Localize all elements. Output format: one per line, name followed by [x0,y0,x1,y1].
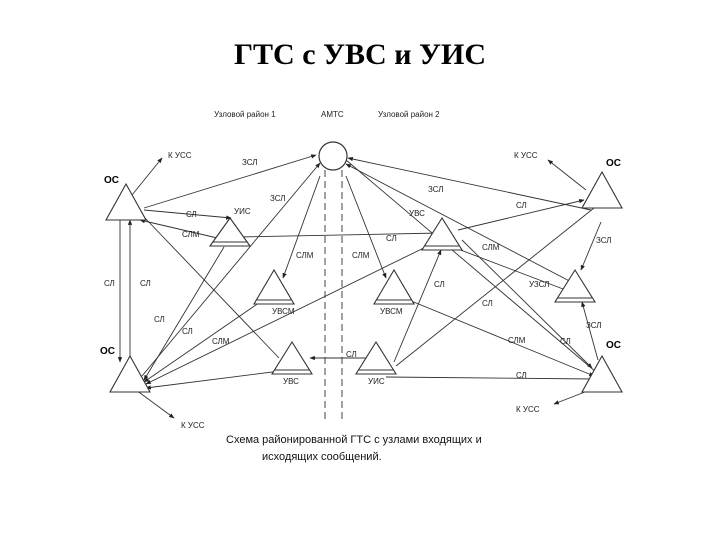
link-os-tl-uvs-1 [143,216,280,359]
header-area-2: Узловой район 2 [378,110,440,119]
label-k-uss-tl: К УСС [168,151,192,160]
link-uis-1-uvs-2 [238,230,442,238]
link-uzsl-os-br [581,301,599,361]
network-links [117,154,602,419]
network-diagram-canvas: Узловой район 1 АМТС Узловой район 2 ОС … [100,110,623,463]
label-zsl-5: ЗСЛ [586,321,602,330]
label-sl-11: СЛ [560,337,571,346]
caption-line-2: исходящих сообщений. [262,451,382,463]
label-sl-4: СЛ [154,315,165,324]
label-os-bl: ОС [100,346,115,357]
label-sl-5: СЛ [182,327,193,336]
label-uzsl: УЗСЛ [529,280,549,289]
label-sl-10: СЛ [346,350,357,359]
label-k-uss-bl: К УСС [181,421,205,430]
uzsl-node [554,268,596,303]
link-amts-uvsm-2 [345,175,387,279]
link-os-tl-k-uss [131,157,163,196]
link-uvsm-2-os-br [403,297,595,377]
label-os-tr: ОС [606,158,621,169]
link-os-tr-uis-2 [395,207,595,367]
os-tl-node [105,182,147,221]
amts-node [318,141,348,171]
header-area-1: Узловой район 1 [214,110,276,119]
label-slm-3: СЛМ [352,251,370,260]
os-bl-node [109,354,151,393]
link-os-bl-amts [141,162,321,377]
label-sl-7: СЛ [516,201,527,210]
link-uvs-2-uis-2 [393,249,442,363]
label-sl-6: СЛ [386,234,397,243]
label-sl-2: СЛ [104,279,115,288]
label-uis-2: УИС [368,377,385,386]
label-zsl-2: ЗСЛ [270,194,286,203]
link-amts-uvsm-1 [282,175,321,279]
link-os-tl-uis-1-slm [139,218,227,241]
link-uis-2-os-br [385,376,597,382]
label-slm-4: СЛМ [482,243,500,252]
label-k-uss-br: К УСС [516,405,540,414]
os-tr-node [581,170,623,209]
label-uvs-1: УВС [283,377,299,386]
uvs-1-node [271,340,313,375]
label-sl-8: СЛ [434,280,445,289]
label-sl-9: СЛ [482,299,493,308]
slide-title: ГТС с УВС и УИС [233,38,487,71]
caption-line-1: Схема районированной ГТС с узлами входящ… [226,434,482,446]
link-amts-os-br [345,159,597,373]
link-uvs-2-os-tr [457,199,585,231]
os-br-node [581,354,623,393]
link-os-tl-amts [143,154,317,209]
network-diagram: Узловой район 1 АМТС Узловой район 2 ОС … [96,100,630,470]
link-os-bl-k-uss [135,389,175,419]
label-zsl-1: ЗСЛ [242,158,258,167]
link-uvsm-1-os-bl [143,297,267,383]
link-os-tr-uzsl [580,221,602,271]
uvsm-2-node [373,268,415,305]
label-k-uss-tr: К УСС [514,151,538,160]
link-uvs-1-os-bl [145,369,289,390]
uvsm-1-node [253,268,295,305]
link-uvs-2-os-br [461,239,593,369]
label-sl-3: СЛ [140,279,151,288]
label-uvsm-1: УВСМ [272,307,295,316]
label-slm-6: СЛМ [508,336,526,345]
link-os-tr-k-uss [547,159,587,191]
label-os-tl: ОС [104,175,119,186]
label-slm-5: СЛМ [212,337,230,346]
label-slm-1: СЛМ [182,230,200,239]
uis-2-node [355,340,397,375]
label-uvs-2: УВС [409,209,425,218]
link-uis-1-os-bl [143,246,225,381]
label-sl-1: СЛ [186,210,197,219]
uvs-2-node [421,216,463,251]
link-os-tr-amts [347,156,592,211]
label-os-br: ОС [606,340,621,351]
label-slm-2: СЛМ [296,251,314,260]
link-uzsl-amts [345,163,578,286]
link-os-tl-uis-1 [143,209,232,220]
uis-1-node [208,217,252,247]
header-amts: АМТС [321,110,344,119]
link-uvs-2-os-bl [145,241,437,385]
label-uvsm-2: УВСМ [380,307,403,316]
label-zsl-4: ЗСЛ [596,236,612,245]
label-sl-12: СЛ [516,371,527,380]
label-zsl-3: ЗСЛ [428,185,444,194]
link-uzsl-uvs-2 [449,245,572,293]
label-uis-1: УИС [234,207,251,216]
